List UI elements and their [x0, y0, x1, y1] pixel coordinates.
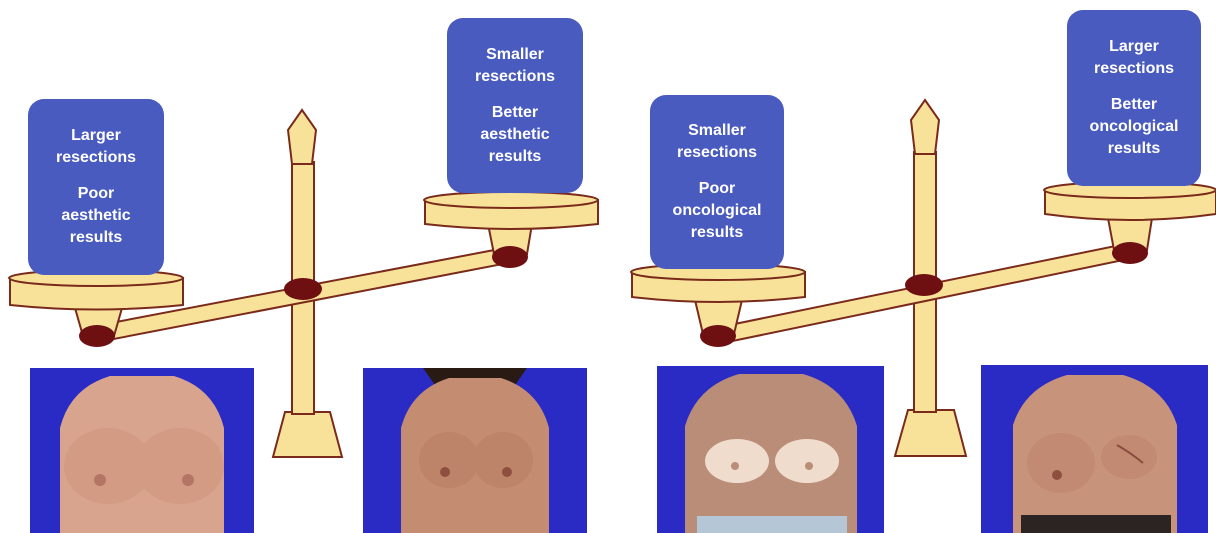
left-panel-right-box: Smaller resections Better aesthetic resu…	[447, 18, 583, 193]
box-line: results	[489, 146, 541, 168]
box-line: aesthetic	[61, 205, 130, 227]
box-line: Better	[1111, 94, 1157, 116]
pivot-joint	[905, 274, 943, 296]
box-line: resections	[1094, 58, 1174, 80]
box-line: Smaller	[688, 120, 746, 142]
box-line: Poor	[78, 183, 114, 205]
box-line: resections	[475, 66, 555, 88]
box-line: oncological	[1090, 116, 1179, 138]
left-panel-left-box: Larger resections Poor aesthetic results	[28, 99, 164, 275]
right-panel-right-box: Larger resections Better oncological res…	[1067, 10, 1201, 186]
box-line: Smaller	[486, 44, 544, 66]
box-line: results	[691, 222, 743, 244]
box-line: oncological	[673, 200, 762, 222]
left-pan-joint	[79, 325, 115, 347]
box-line: results	[70, 227, 122, 249]
box-line: Better	[492, 102, 538, 124]
left-scale-finial	[288, 110, 316, 164]
box-line: aesthetic	[480, 124, 549, 146]
right-panel-left-box: Smaller resections Poor oncological resu…	[650, 95, 784, 269]
patient-photo-4	[981, 365, 1208, 533]
left-pan-joint	[700, 325, 736, 347]
box-line: Poor	[699, 178, 735, 200]
right-pan-joint	[492, 246, 528, 268]
box-line: Larger	[71, 125, 121, 147]
patient-photo-1	[30, 368, 254, 533]
box-line: Larger	[1109, 36, 1159, 58]
right-pan-joint	[1112, 242, 1148, 264]
right-scale-base	[895, 410, 966, 456]
patient-photo-3	[657, 366, 884, 533]
box-line: resections	[677, 142, 757, 164]
pivot-joint	[284, 278, 322, 300]
box-line: results	[1108, 138, 1160, 160]
box-line: resections	[56, 147, 136, 169]
right-scale-finial	[911, 100, 939, 154]
left-scale-base	[273, 412, 342, 457]
patient-photo-2	[363, 368, 587, 533]
